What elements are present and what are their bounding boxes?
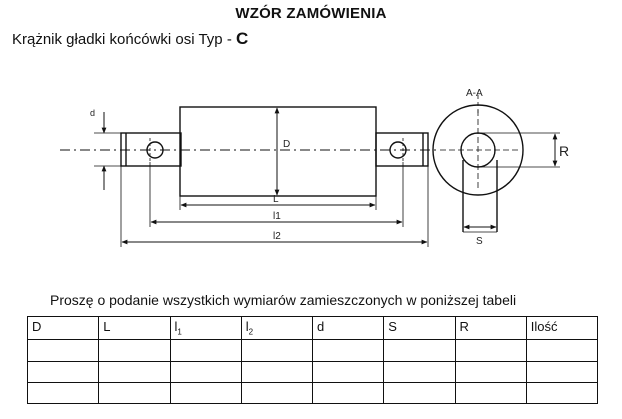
subtitle-type: C <box>235 29 249 48</box>
table-cell[interactable] <box>454 339 527 362</box>
subtitle-text: Krążnik gładki końcówki osi Typ - <box>12 31 236 48</box>
col-header-ilosc: Ilość <box>525 315 599 341</box>
table-cell[interactable] <box>383 381 456 405</box>
table-cell[interactable] <box>169 339 242 362</box>
col-header-D: D <box>26 315 100 341</box>
table-cell[interactable] <box>26 360 100 383</box>
col-header-d: d <box>311 315 385 341</box>
section-outer-circle <box>432 104 524 196</box>
table-cell[interactable] <box>169 381 242 405</box>
col-header-S: S <box>383 315 456 341</box>
table-row <box>26 339 599 362</box>
col-header-R: R <box>454 315 527 341</box>
table-cell[interactable] <box>240 360 314 383</box>
page-title: WZÓR ZAMÓWIENIA <box>235 5 387 22</box>
table-cell[interactable] <box>311 360 385 383</box>
table-cell[interactable] <box>26 339 100 362</box>
instruction-text: Proszę o podanie wszystkich wymiarów zam… <box>50 292 517 308</box>
label-section: A-A <box>466 88 483 99</box>
right-hole <box>389 141 407 159</box>
table-cell[interactable] <box>454 360 527 383</box>
left-shaft-end <box>120 132 182 167</box>
label-d: d <box>90 108 95 118</box>
table-cell[interactable] <box>98 339 171 362</box>
table-cell[interactable] <box>525 381 599 405</box>
table-cell[interactable] <box>26 381 100 405</box>
table-cell[interactable] <box>98 360 171 383</box>
col-header-L: L <box>98 315 171 341</box>
col-header-l2: l2 <box>240 315 314 341</box>
table-cell[interactable] <box>383 360 456 383</box>
table-cell[interactable] <box>311 339 385 362</box>
table-cell[interactable] <box>525 360 599 383</box>
table-cell[interactable] <box>525 339 599 362</box>
table-cell[interactable] <box>454 381 527 405</box>
table-row <box>26 381 599 405</box>
product-subtitle: Krążnik gładki końcówki osi Typ - C <box>12 29 248 49</box>
table-cell[interactable] <box>311 381 385 405</box>
col-header-l1: l1 <box>169 315 242 341</box>
label-l2: l2 <box>273 231 281 242</box>
roller-body <box>179 106 377 197</box>
right-shaft-end <box>375 132 429 167</box>
label-R: R <box>559 143 569 159</box>
table-cell[interactable] <box>98 381 171 405</box>
label-L: L <box>273 194 279 205</box>
table-cell[interactable] <box>383 339 456 362</box>
table-cell[interactable] <box>240 339 314 362</box>
label-l1: l1 <box>273 211 281 222</box>
label-D: D <box>283 139 290 150</box>
table-cell[interactable] <box>240 381 314 405</box>
table-row <box>26 360 599 383</box>
table-cell[interactable] <box>169 360 242 383</box>
label-S: S <box>476 236 483 247</box>
technical-drawing: d D L l1 l2 A-A R S <box>60 88 569 247</box>
table-header-row: D L l1 l2 d S R Ilość <box>26 315 599 341</box>
order-table: D L l1 l2 d S R Ilość <box>26 315 599 405</box>
left-hole <box>146 141 164 159</box>
